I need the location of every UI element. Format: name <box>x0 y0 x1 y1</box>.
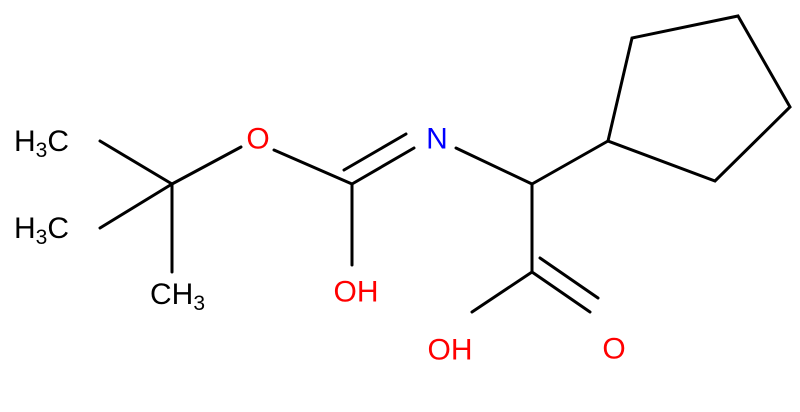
bond-carbamate-carbon-nitrogen-double-a <box>350 146 416 186</box>
bond-nitrogen-alpha-carbon <box>454 146 534 186</box>
atom-label-acid-hydroxyl: OH <box>428 334 473 367</box>
bond-cyclopentane-ring <box>606 14 792 183</box>
atom-labels: H3C H3C CH3 O N OH OH O <box>14 123 626 367</box>
atom-label-ester-oxygen: O <box>246 123 269 156</box>
bond-carboxyl-carbon-oxygen-double-a <box>530 270 592 314</box>
bond-carboxyl-carbon-oxygen-double-b <box>538 256 600 300</box>
bond-oxygen-carbamate-carbon <box>272 148 354 186</box>
bond-alpha-carbon-cyclopentyl <box>530 139 610 186</box>
bonds <box>98 14 792 314</box>
atom-label-methyl-top: H3C <box>14 125 69 162</box>
bond-carbamate-carbon-nitrogen-double-b <box>342 132 408 172</box>
bond-quaternary-carbon-oxygen <box>170 145 243 186</box>
atom-label-methyl-bottom: CH3 <box>150 278 205 315</box>
bond-methyl-top <box>98 139 174 186</box>
bond-methyl-mid <box>98 182 174 230</box>
atom-label-imine-nitrogen: N <box>426 123 448 156</box>
atom-label-acid-carbonyl-oxygen: O <box>602 333 625 366</box>
bond-carboxyl-carbon-hydroxyl <box>470 270 534 314</box>
atom-label-enol-hydroxyl: OH <box>334 276 379 309</box>
atom-label-methyl-mid: H3C <box>14 212 69 249</box>
